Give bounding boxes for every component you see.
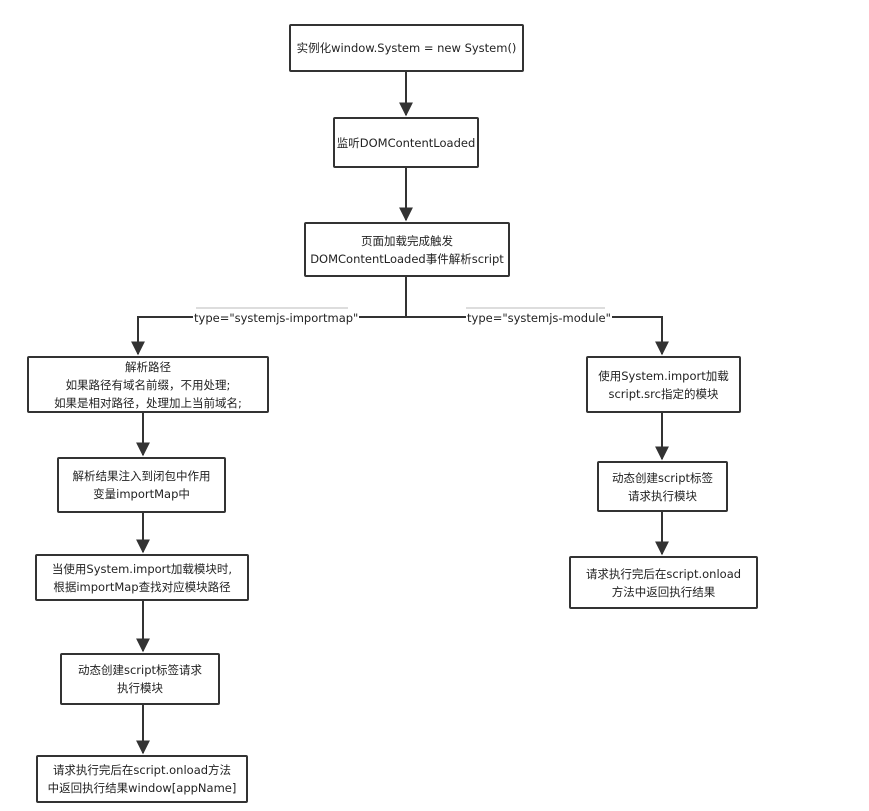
node-create-script-right: 动态创建script标签请求执行模块	[597, 461, 728, 512]
node-text: 动态创建script标签请求执行模块	[612, 469, 713, 505]
node-text-line: 如果是相对路径，处理加上当前域名;	[54, 395, 242, 410]
edge-label-module: type="systemjs-module"	[466, 311, 612, 325]
node-text-line: 解析路径	[125, 359, 171, 374]
node-return-result-right: 请求执行完后在script.onload 方法中返回执行结果	[569, 556, 758, 609]
node-text-line: 根据importMap查找对应模块路径	[53, 579, 231, 594]
node-text-line: DOMContentLoaded事件解析script	[310, 251, 504, 266]
node-listen-domcontentloaded: 监听DOMContentLoaded	[333, 117, 479, 168]
node-text: 监听DOMContentLoaded	[337, 134, 476, 152]
node-text: 解析路径如果路径有域名前缀，不用处理; 如果是相对路径，处理加上当前域名;	[54, 358, 242, 412]
node-text-line: 请求执行模块	[627, 488, 697, 503]
node-text-line: script.src指定的模块	[608, 386, 719, 401]
node-text-line: 页面加载完成触发	[360, 233, 453, 248]
node-text: 动态创建script标签请求执行模块	[78, 661, 202, 697]
node-text-line: 执行模块	[116, 681, 163, 695]
node-text: 使用System.import加载 script.src指定的模块	[598, 367, 729, 403]
node-text: 实例化window.System = new System()	[297, 39, 517, 57]
node-page-loaded-parse-script: 页面加载完成触发 DOMContentLoaded事件解析script	[304, 222, 510, 277]
node-text-line: 使用System.import加载	[598, 368, 729, 383]
node-text-line: 变量importMap中	[93, 487, 190, 501]
node-text-line: 请求执行完后在script.onload方法	[52, 763, 232, 777]
node-lookup-module-path: 当使用System.import加载模块时, 根据importMap查找对应模块路…	[35, 554, 249, 601]
node-text: 当使用System.import加载模块时, 根据importMap查找对应模块路…	[52, 560, 232, 596]
node-text-line: 当使用System.import加载模块时,	[51, 561, 233, 576]
node-text: 请求执行完后在script.onload方法中返回执行结果window[appN…	[48, 761, 237, 797]
node-text-line: 请求执行完后在script.onload	[585, 566, 742, 581]
node-text-line: 方法中返回执行结果	[611, 584, 716, 599]
node-text-line: 解析结果注入到闭包中作用	[72, 469, 211, 483]
node-text: 页面加载完成触发 DOMContentLoaded事件解析script	[310, 232, 504, 268]
node-text-line: 动态创建script标签请求	[77, 663, 203, 677]
node-text-line: 监听DOMContentLoaded	[336, 135, 476, 150]
node-text-line: 动态创建script标签	[611, 470, 714, 485]
node-instantiate-system: 实例化window.System = new System()	[289, 24, 524, 72]
node-text: 请求执行完后在script.onload 方法中返回执行结果	[586, 565, 741, 601]
node-text: 解析结果注入到闭包中作用变量importMap中	[73, 467, 211, 503]
node-text-line: 如果路径有域名前缀，不用处理;	[65, 377, 231, 392]
node-system-import-module: 使用System.import加载 script.src指定的模块	[586, 356, 741, 413]
node-parse-path: 解析路径如果路径有域名前缀，不用处理; 如果是相对路径，处理加上当前域名;	[27, 356, 269, 413]
node-text-line: 实例化window.System = new System()	[296, 41, 517, 55]
node-inject-importmap: 解析结果注入到闭包中作用变量importMap中	[57, 457, 226, 513]
edge-label-importmap: type="systemjs-importmap"	[193, 311, 360, 325]
node-create-script-left: 动态创建script标签请求执行模块	[60, 653, 220, 705]
node-return-window-appname: 请求执行完后在script.onload方法中返回执行结果window[appN…	[36, 755, 248, 803]
node-text-line: 中返回执行结果window[appName]	[47, 781, 237, 795]
